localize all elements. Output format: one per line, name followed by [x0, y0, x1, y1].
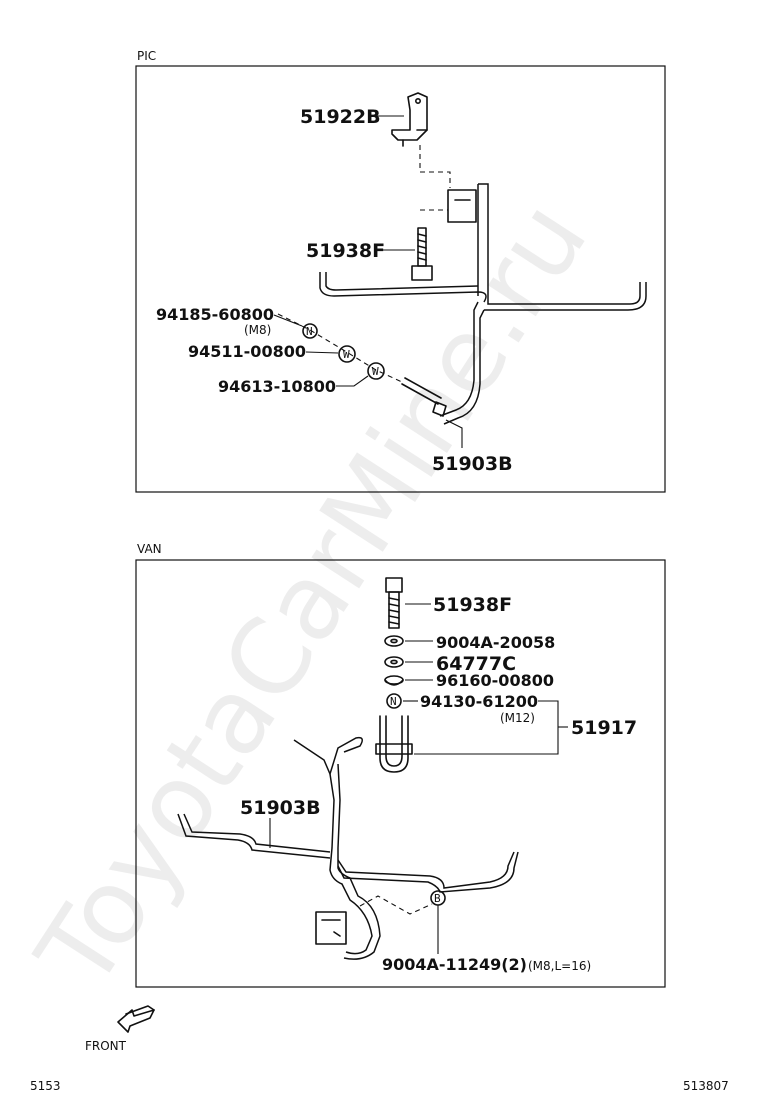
van-pipe-drawing	[177, 736, 519, 960]
van-bolt-label: 51938F	[433, 594, 512, 616]
front-arrow-icon	[117, 1005, 155, 1033]
bolt-label: 51938F	[306, 240, 385, 262]
ubolt-drawing	[375, 715, 413, 773]
van-bracket-drawing	[315, 911, 347, 945]
van-section-title: VAN	[137, 542, 162, 556]
pipe-51903b-drawing	[319, 183, 647, 425]
nut-size-label: (M8)	[244, 323, 271, 337]
van-bolt-b-marker: B	[430, 890, 446, 906]
van-frame	[135, 559, 666, 988]
nut-label: 94185-60800	[156, 305, 274, 324]
washer2-marker: W	[367, 362, 385, 380]
front-label: FRONT	[85, 1039, 127, 1053]
washer1-marker: W	[338, 345, 356, 363]
ubolt-set-label: 51917	[571, 717, 637, 739]
svg-text:B: B	[434, 892, 441, 905]
bolt-stack-drawing	[384, 577, 404, 686]
van-nut-size-label: (M12)	[500, 711, 535, 725]
pic-section-title: PIC	[137, 49, 156, 63]
van-bolt-b-label: 9004A-11249(2)	[382, 955, 527, 974]
washer2-label: 94613-10800	[218, 377, 336, 396]
van-washer-a-label: 9004A-20058	[436, 633, 555, 652]
van-washer-b-label: 96160-00800	[436, 671, 554, 690]
pic-section: PIC 51922B 51938F	[135, 49, 666, 493]
stud-drawing	[401, 377, 447, 417]
van-bolt-b-size-label: (M8,L=16)	[528, 959, 591, 973]
bracket-51922b-drawing	[391, 92, 428, 147]
van-pipe-label: 51903B	[240, 797, 321, 819]
svg-text:W: W	[343, 348, 350, 361]
van-section: VAN 51938F 9004A-20058 64777C 96160-0080…	[135, 542, 666, 988]
van-cushion-label: 64777C	[436, 653, 516, 675]
svg-text:N: N	[306, 325, 313, 338]
svg-text:W: W	[372, 365, 379, 378]
nut-marker: N	[302, 323, 318, 339]
pipe-label: 51903B	[432, 453, 513, 475]
footer-right: 513807	[683, 1079, 729, 1093]
bracket-label: 51922B	[300, 106, 381, 128]
pipe-mount-plate	[420, 189, 477, 223]
pic-frame	[135, 65, 666, 493]
washer1-label: 94511-00800	[188, 342, 306, 361]
footer-left: 5153	[30, 1079, 61, 1093]
bolt-51938f-drawing	[411, 227, 433, 281]
van-nut-marker: N	[386, 693, 402, 709]
van-nut-label: 94130-61200	[420, 692, 538, 711]
svg-text:N: N	[390, 695, 397, 708]
